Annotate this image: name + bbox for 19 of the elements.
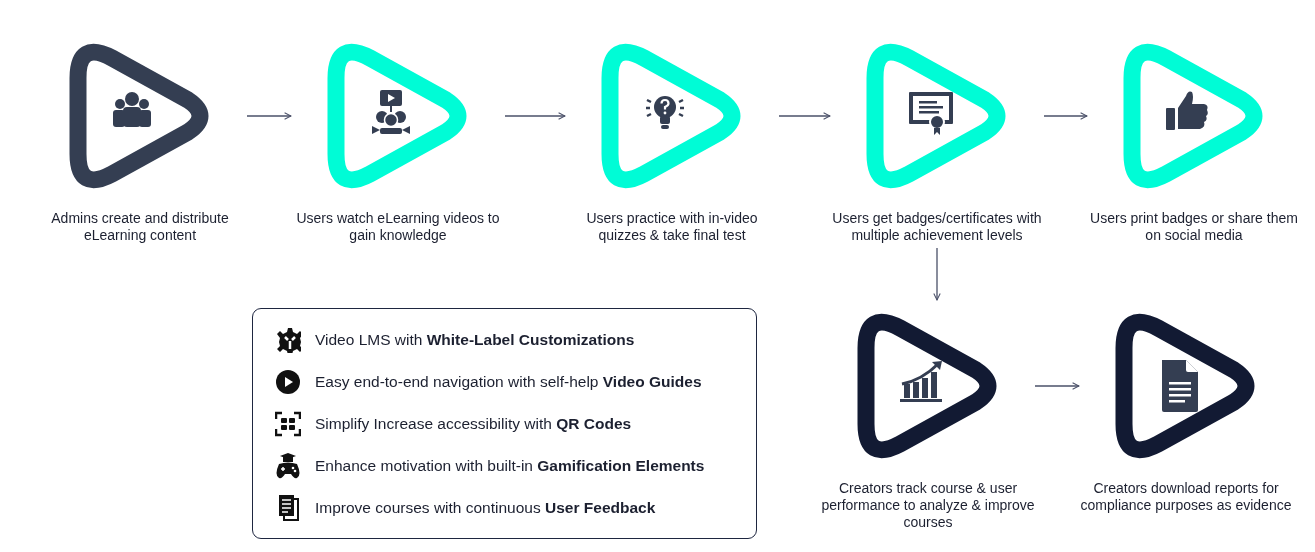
step-caption: Admins create and distribute eLearning content: [50, 210, 230, 244]
feature-text: Easy end-to-end navigation with self-help Video Guides: [315, 373, 702, 391]
step-caption: Users practice with in-video quizzes & take final test: [585, 210, 759, 244]
feature-text: Simplify Increase accessibility with QR Codes: [315, 415, 632, 433]
arrow: [1034, 382, 1080, 390]
step-caption: Creators track course & user performance to analyze & improve courses: [821, 480, 1035, 531]
feature-text: Improve courses with continuous User Feedback: [315, 499, 656, 517]
step-caption: Users print badges or share them on social media: [1089, 210, 1299, 244]
arrow: [778, 112, 831, 120]
arrow: [933, 247, 941, 301]
step-caption: Users get badges/certificates with multiple achievement levels: [831, 210, 1043, 244]
feature-list-card: [252, 308, 757, 539]
arrow: [1043, 112, 1088, 120]
step-caption: Users watch eLearning videos to gain knowledge: [295, 210, 501, 244]
feature-text: Enhance motivation with built-in Gamification Elements: [315, 457, 705, 475]
arrow: [246, 112, 292, 120]
step-caption: Creators download reports for compliance purposes as evidence: [1079, 480, 1293, 514]
arrow: [504, 112, 566, 120]
feature-text: Video LMS with White-Label Customizations: [315, 331, 635, 349]
